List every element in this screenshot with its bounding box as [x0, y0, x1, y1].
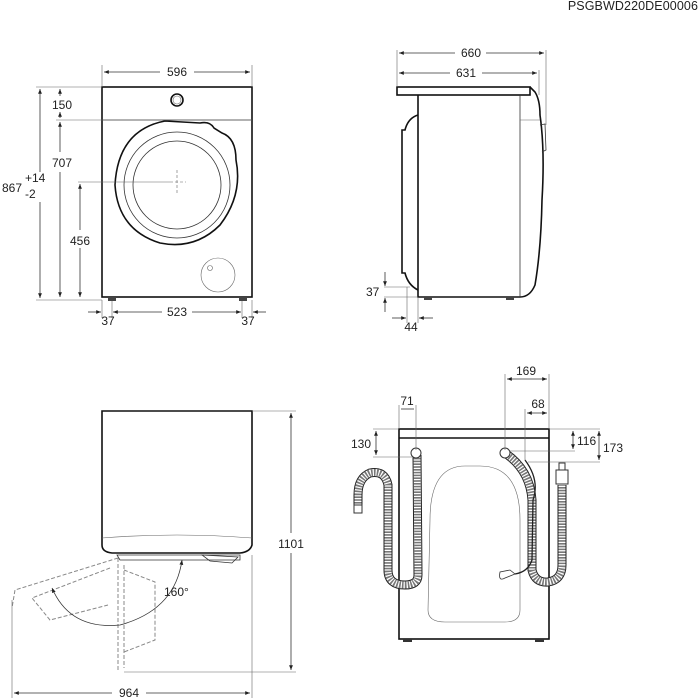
door-side: [401, 114, 419, 291]
top-body: [101, 410, 253, 554]
door-hinge-edge: [116, 554, 241, 561]
dim-width: 596: [167, 65, 187, 79]
power-cable-icon: [514, 459, 536, 575]
dim-top-panel: 150: [52, 98, 72, 112]
foot-right: [239, 297, 247, 301]
dim-inlet-y: 116: [577, 434, 596, 448]
rear-panel: [427, 465, 521, 623]
dim-door-center: 456: [70, 234, 90, 248]
tolerance-minus: -2: [25, 187, 36, 201]
tolerance-plus: +14: [25, 171, 46, 185]
dim-door-top: 707: [52, 156, 72, 170]
front-view: 596 150 707 456 867 +14 -2 523 37 37: [2, 65, 266, 328]
door-swing-arc: [51, 559, 184, 626]
foot-left: [108, 297, 116, 301]
top-view: 160° 1101 964: [11, 410, 304, 700]
rear-view: 71 130 169 68 116 173: [351, 364, 623, 642]
dim-drain-x: 71: [400, 394, 414, 408]
door-handle: [539, 123, 547, 153]
dim-rear-offset: 44: [404, 320, 418, 334]
dim-foot-height: 37: [366, 285, 380, 299]
dim-open-angle: 160°: [164, 585, 189, 599]
open-door-outline: [11, 557, 156, 672]
side-view: 660 631 37 44: [366, 46, 547, 334]
filter-cover-icon: [200, 257, 236, 293]
dim-body-depth: 631: [456, 66, 476, 80]
rear-body: [398, 428, 550, 640]
door-handle: [200, 554, 239, 564]
side-body: [417, 86, 544, 298]
power-plug-icon: [499, 569, 516, 580]
dim-open-depth: 964: [119, 686, 139, 700]
door-ring: [123, 131, 231, 239]
door-glass: [132, 140, 222, 230]
dim-total-height: 867: [2, 181, 22, 195]
program-knob-icon: [170, 93, 184, 107]
front-body: [101, 86, 253, 298]
dim-drain-y: 130: [351, 437, 371, 451]
dim-inlet-x: 169: [516, 364, 536, 378]
dim-feet-spacing: 523: [167, 305, 187, 319]
door-outer: [114, 120, 239, 246]
dim-cable-y: 173: [603, 441, 623, 455]
dim-open-height: 1101: [278, 537, 304, 551]
document-code: PSGBWD220DE00006: [567, 0, 698, 13]
dim-total-depth: 660: [461, 46, 481, 60]
dim-foot-right: 37: [241, 314, 255, 328]
dim-foot-left: 37: [101, 314, 115, 328]
worktop: [396, 86, 531, 96]
dim-cable-x: 68: [531, 397, 545, 411]
